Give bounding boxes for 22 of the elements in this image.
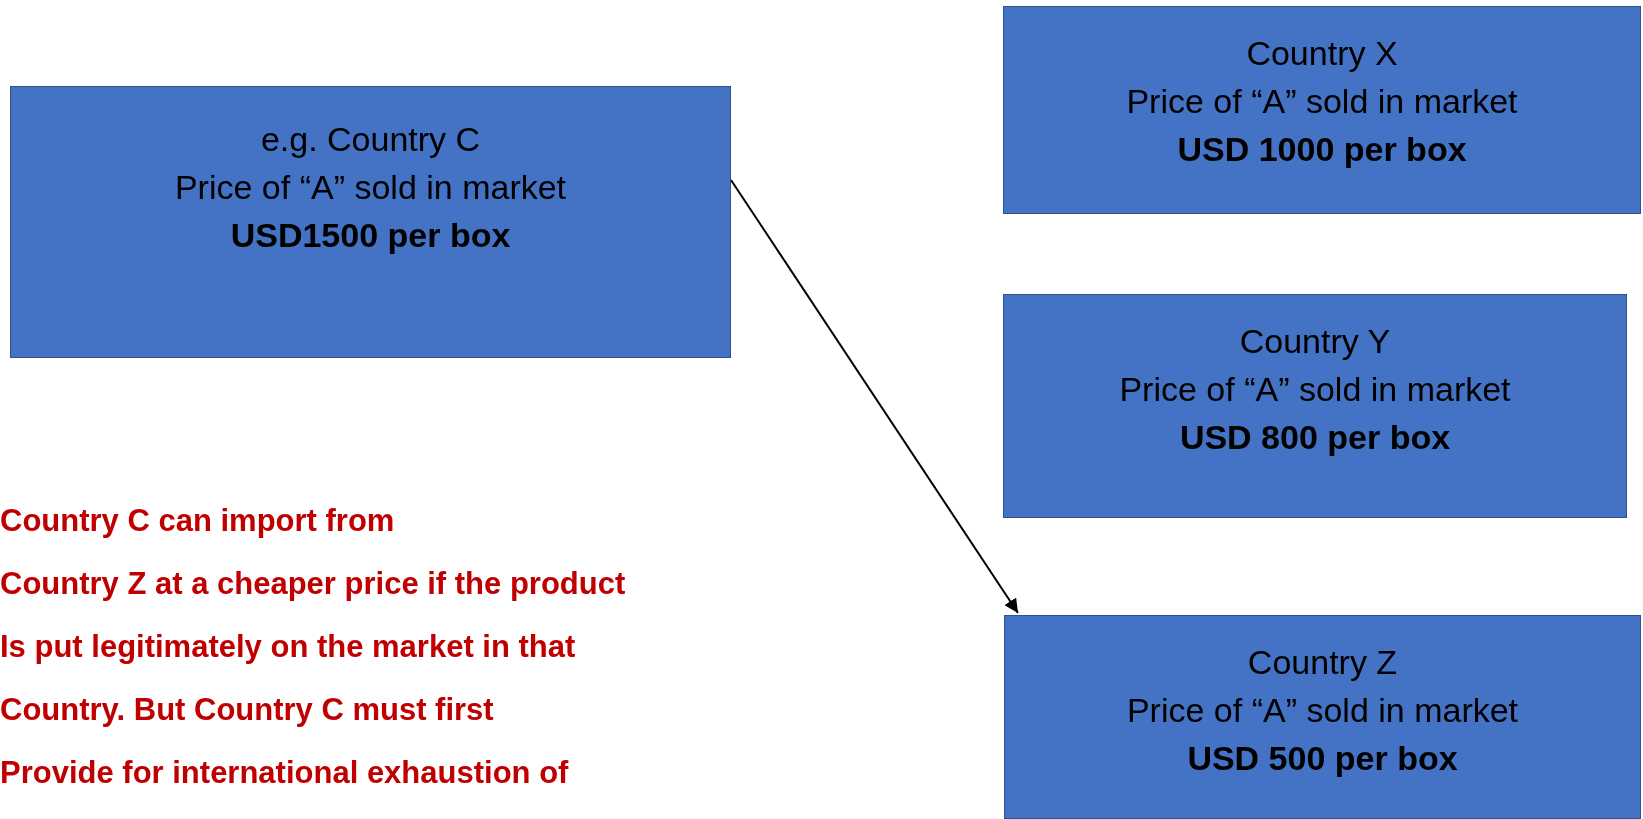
country-box	[1004, 615, 1641, 819]
price-description: Price of “A” sold in market	[174, 167, 567, 208]
price-value: USD 1000 per box	[1177, 129, 1467, 170]
country-name: e.g. Country C	[260, 119, 481, 160]
country-box	[1003, 294, 1627, 518]
note-text: Country. But Country C must first	[0, 691, 494, 729]
price-value: USD 800 per box	[1179, 417, 1451, 458]
country-box	[10, 86, 731, 358]
country-name: Country X	[1246, 33, 1398, 74]
note-text: Country C can import from	[0, 502, 395, 540]
price-description: Price of “A” sold in market	[1126, 690, 1519, 731]
price-description: Price of “A” sold in market	[1126, 81, 1518, 122]
price-value: USD 500 per box	[1187, 738, 1458, 779]
price-description: Price of “A” sold in market	[1119, 369, 1511, 410]
note-text: Country Z at a cheaper price if the product	[0, 565, 626, 603]
country-name: Country Y	[1239, 321, 1391, 362]
note-text: Provide for international exhaustion of	[0, 754, 569, 792]
country-name: Country Z	[1247, 642, 1398, 683]
country-box	[1003, 6, 1641, 214]
note-text: Is put legitimately on the market in that	[0, 628, 576, 666]
price-value: USD1500 per box	[230, 215, 511, 256]
arrow	[730, 179, 1019, 614]
